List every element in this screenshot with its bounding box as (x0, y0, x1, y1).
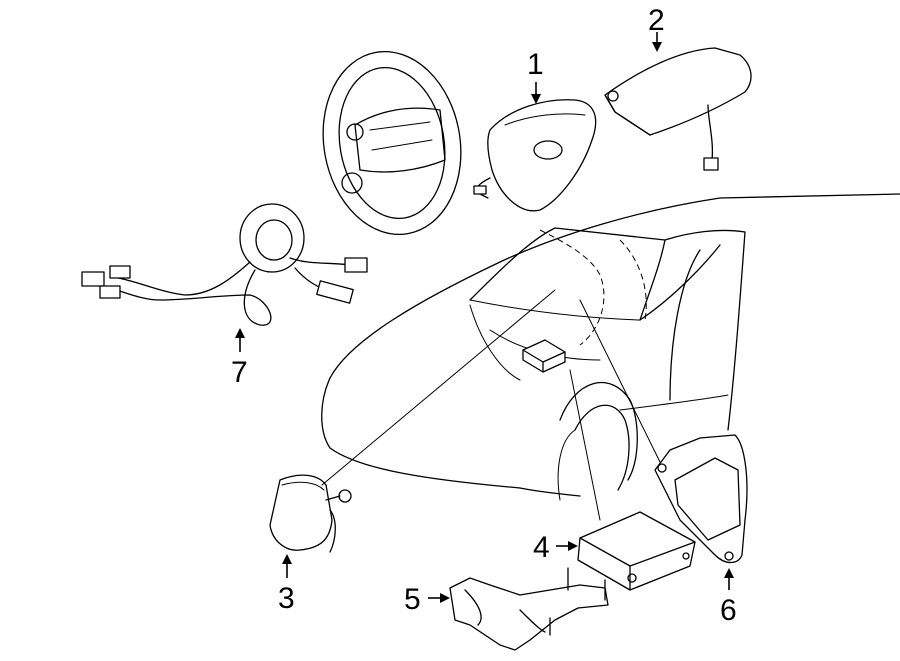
callout-1: 1 (527, 48, 544, 81)
callout-arrows (235, 32, 734, 603)
callout-2: 2 (648, 4, 665, 37)
part-6-sensor-bracket (579, 299, 748, 564)
part-4-control-module (569, 369, 696, 591)
callout-7: 7 (231, 356, 248, 389)
part-5-mount-bracket (449, 567, 609, 651)
callout-3: 3 (278, 582, 295, 615)
part-3-side-airbag (269, 289, 556, 553)
part-2-passenger-airbag (604, 47, 752, 171)
hood-sensor (522, 339, 566, 373)
part-7-clock-spring (81, 203, 368, 326)
part-1-driver-airbag (473, 99, 597, 212)
vehicle-outline (321, 193, 900, 501)
callout-5: 5 (404, 583, 421, 616)
callout-6: 6 (720, 594, 737, 627)
callout-4: 4 (533, 531, 550, 564)
steering-wheel (322, 50, 462, 236)
